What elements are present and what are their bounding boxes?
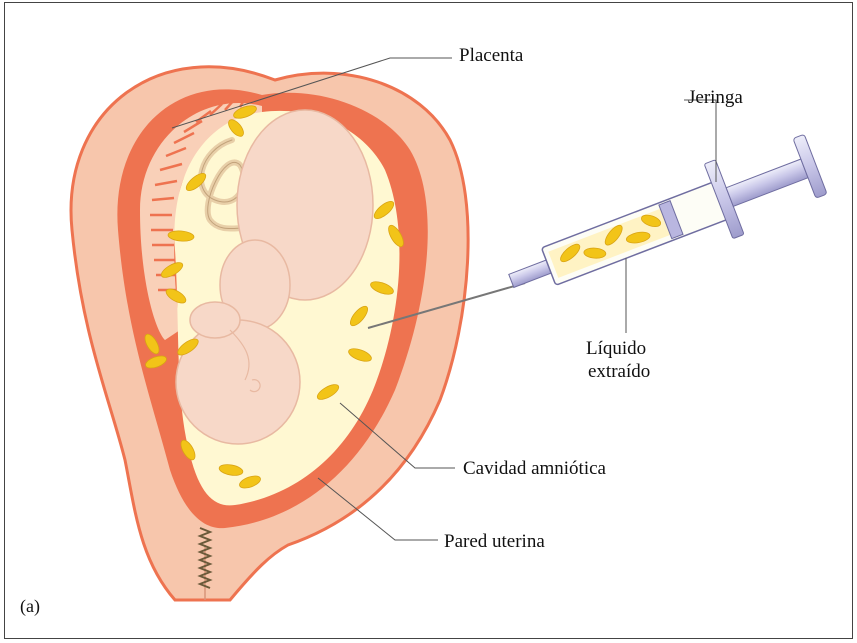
- label-pared-uterina: Pared uterina: [444, 532, 545, 551]
- panel-label: (a): [20, 597, 40, 615]
- label-placenta: Placenta: [459, 46, 523, 65]
- label-jeringa: Jeringa: [688, 88, 743, 107]
- label-liquido-line1: Líquido: [586, 339, 646, 358]
- label-cavidad-amniotica: Cavidad amniótica: [463, 459, 606, 478]
- label-liquido-line2: extraído: [588, 362, 650, 381]
